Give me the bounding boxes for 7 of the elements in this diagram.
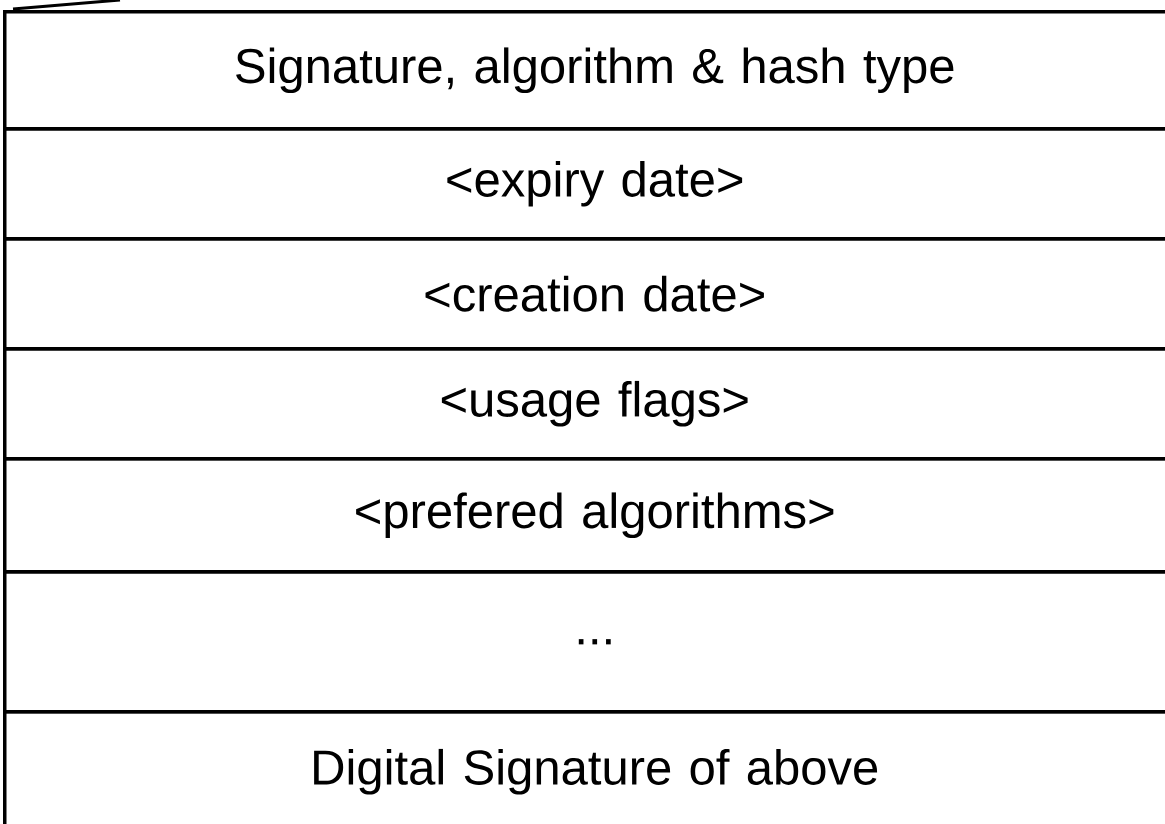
table-row: <prefered algorithms> (3, 457, 1165, 574)
table-row: <expiry date> (3, 127, 1165, 241)
table-row: <creation date> (3, 237, 1165, 351)
table-row: <usage flags> (3, 347, 1165, 461)
table-row: Signature, algorithm & hash type (3, 10, 1165, 131)
table-row: Digital Signature of above (3, 710, 1165, 824)
table-row: ... (3, 570, 1165, 714)
